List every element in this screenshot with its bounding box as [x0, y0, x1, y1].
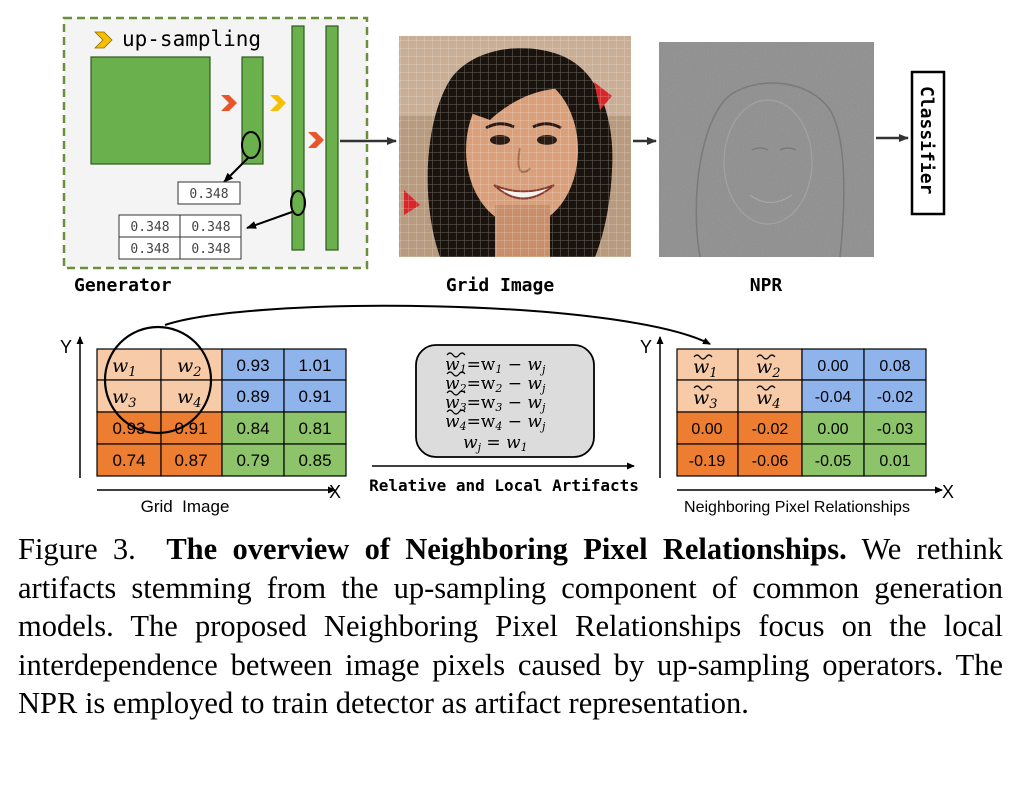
svg-text:w4: w4 — [177, 386, 202, 411]
classifier-label: Classifier — [916, 86, 937, 195]
svg-text:wj = w1: wj = w1 — [463, 433, 528, 454]
classifier-box: Classifier — [910, 70, 946, 216]
cell-value: 0.00 — [817, 421, 848, 438]
cell-value: 0.87 — [174, 451, 207, 470]
svg-text:w3=w3 − wj: w3=w3 − wj — [445, 393, 546, 414]
caption-prefix: Figure 3. — [18, 532, 136, 566]
npr-image — [659, 42, 874, 258]
cell-value: 0.79 — [236, 451, 269, 470]
highlight-ellipse — [290, 190, 306, 216]
highlight-ellipse — [241, 131, 261, 159]
axis-x-label: X — [942, 482, 954, 502]
pixel-value: 0.348 — [191, 242, 230, 257]
feature-block-tall-1 — [291, 25, 305, 251]
svg-text:w1: w1 — [112, 355, 137, 380]
curved-arrow — [164, 304, 711, 345]
highlight-circle — [103, 325, 213, 435]
pixel-value: 0.348 — [130, 242, 169, 257]
pointer-arrow — [223, 157, 249, 183]
right-grid: w1 w2 w3 w4 0.00 0.08 -0.04 -0.02 0.00 -… — [640, 336, 954, 516]
cell-value: 0.91 — [174, 419, 207, 438]
chevron-right-icon — [221, 95, 237, 111]
cell-value: 0.84 — [236, 419, 269, 438]
svg-text:w4=w4 − wj: w4=w4 − wj — [445, 412, 546, 433]
right-grid-label: Neighboring Pixel Relationships — [684, 499, 910, 516]
feature-block-large — [90, 56, 211, 165]
cell-value: 0.01 — [879, 453, 910, 470]
cell-value: 0.08 — [879, 358, 910, 375]
caption-title: The overview of Neighboring Pixel Relati… — [166, 532, 847, 566]
cell-value: 1.01 — [298, 356, 331, 375]
chevron-right-icon — [308, 132, 324, 148]
generator-panel: up-sampling 0.348 0.348 0.348 0.348 0.34… — [62, 16, 369, 270]
feature-block-tall-2 — [325, 25, 339, 251]
formula-box: w1=w1 − wj w2=w2 − wj w3=w3 − wj w4=w4 −… — [415, 344, 595, 458]
cell-value: -0.02 — [877, 389, 914, 406]
pointer-arrow — [246, 211, 293, 229]
cell-value: 0.89 — [236, 387, 269, 406]
cell-value: 0.93 — [236, 356, 269, 375]
svg-text:w1: w1 — [693, 356, 718, 381]
axis-x-label: X — [329, 482, 341, 502]
pixel-value: 0.348 — [189, 187, 228, 202]
axis-y-label: Y — [60, 337, 72, 357]
cell-value: -0.06 — [752, 453, 789, 470]
cell-value: -0.04 — [815, 389, 852, 406]
cell-value: -0.02 — [752, 421, 789, 438]
relative-artifacts-label: Relative and Local Artifacts — [369, 476, 639, 495]
face-photo — [399, 36, 631, 257]
grid-image-label: Grid Image — [446, 275, 555, 296]
svg-text:w3: w3 — [112, 386, 137, 411]
svg-text:w3: w3 — [693, 387, 718, 412]
svg-text:w1=w1 − wj: w1=w1 − wj — [445, 355, 546, 376]
left-grid-label: Grid Image — [141, 497, 230, 516]
cell-value: 0.93 — [112, 419, 145, 438]
figure-diagram: up-sampling 0.348 0.348 0.348 0.348 0.34… — [60, 16, 954, 516]
generator-label: Generator — [74, 275, 172, 296]
cell-value: 0.00 — [817, 358, 848, 375]
svg-text:w2: w2 — [177, 355, 202, 380]
upsampling-label: up-sampling — [122, 27, 261, 51]
cell-value: -0.03 — [877, 421, 914, 438]
cell-value: 0.85 — [298, 451, 331, 470]
svg-text:w4: w4 — [756, 387, 781, 412]
figure-caption: Figure 3. The overview of Neighboring Pi… — [18, 530, 1003, 723]
chevron-right-icon — [94, 31, 113, 49]
cell-value: 0.74 — [112, 451, 145, 470]
pixel-value: 0.348 — [130, 220, 169, 235]
cell-value: 0.81 — [298, 419, 331, 438]
left-grid: w1 w2 w3 w4 0.93 1.01 0.89 0.91 0.93 0.9… — [60, 325, 347, 516]
caption-body: We rethink artifacts stemming from the u… — [18, 532, 1003, 720]
cell-value: -0.19 — [689, 453, 726, 470]
svg-text:w2: w2 — [756, 356, 781, 381]
axis-y-label: Y — [640, 337, 652, 357]
pixel-value: 0.348 — [191, 220, 230, 235]
cell-value: 0.00 — [691, 421, 722, 438]
cell-value: -0.05 — [815, 453, 852, 470]
chevron-right-icon — [270, 95, 286, 111]
svg-text:w2=w2 − wj: w2=w2 − wj — [445, 374, 546, 395]
cell-value: 0.91 — [298, 387, 331, 406]
npr-label: NPR — [750, 275, 783, 296]
